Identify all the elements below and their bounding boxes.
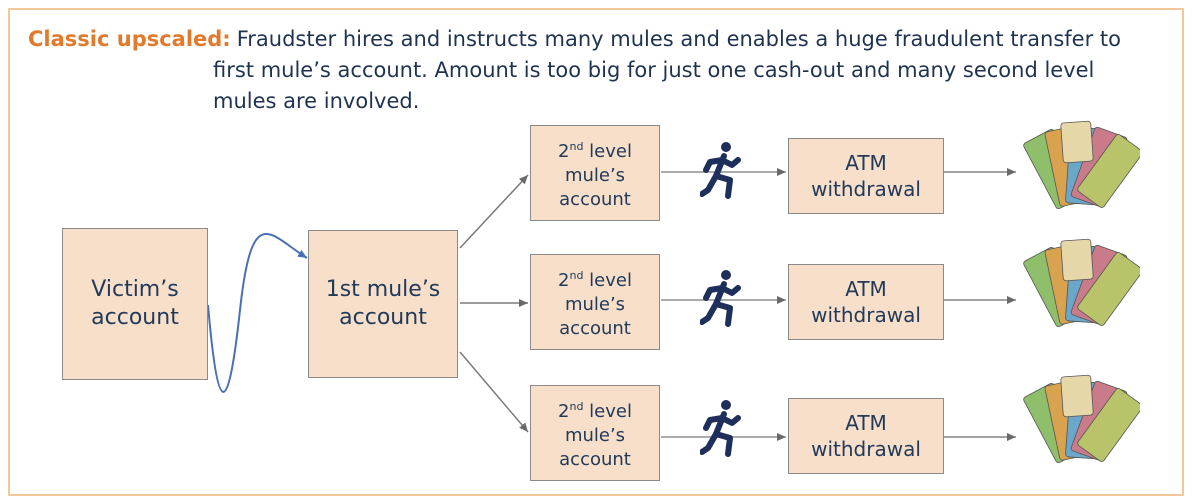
running-person-icon: [700, 142, 741, 199]
ordinal-suffix: nd: [569, 139, 584, 153]
ordinal-number: 2: [558, 269, 570, 291]
first-mule-line2: account: [339, 305, 427, 330]
account-label: account: [559, 448, 631, 470]
victim-account-box: Victim’s account: [62, 228, 208, 380]
account-label: account: [559, 188, 631, 210]
account-label: account: [559, 317, 631, 339]
euro-banknotes-icon: [1023, 120, 1140, 209]
victim-account-line1: Victim’s: [91, 277, 179, 302]
atm-withdrawal-box: ATM withdrawal: [788, 138, 944, 214]
running-person-icon: [700, 400, 741, 457]
running-person-icon: [700, 270, 741, 327]
scenario-label: Classic upscaled:: [28, 27, 231, 51]
ordinal-word: level: [589, 140, 632, 162]
victim-account-line2: account: [91, 305, 179, 330]
atm-label: ATM: [845, 411, 887, 435]
branch-arrow-top: [459, 174, 529, 249]
ordinal-number: 2: [558, 400, 570, 422]
euro-banknotes-icon: [1023, 374, 1140, 463]
ordinal-word: level: [589, 269, 632, 291]
ordinal-number: 2: [558, 140, 570, 162]
branch-arrow-bottom: [459, 351, 529, 433]
description-text-1: Fraudster hires and instructs many mules…: [236, 27, 1121, 51]
atm-label: ATM: [845, 151, 887, 175]
description-line-3: mules are involved.: [213, 89, 420, 113]
atm-withdrawal-box: ATM withdrawal: [788, 264, 944, 340]
mule-label: mule’s: [564, 164, 626, 186]
description-line-1: Classic upscaled:Fraudster hires and ins…: [28, 24, 1121, 55]
ordinal-suffix: nd: [569, 399, 584, 413]
atm-label: ATM: [845, 277, 887, 301]
first-mule-account-box: 1st mule’s account: [308, 230, 458, 378]
ordinal-word: level: [589, 400, 632, 422]
second-level-mule-box: 2nd level mule’s account: [530, 385, 660, 481]
atm-withdrawal-box: ATM withdrawal: [788, 398, 944, 474]
withdrawal-label: withdrawal: [811, 177, 921, 201]
transfer-wave-arrow: [207, 233, 308, 393]
ordinal-suffix: nd: [569, 268, 584, 282]
withdrawal-label: withdrawal: [811, 303, 921, 327]
mule-label: mule’s: [564, 293, 626, 315]
withdrawal-label: withdrawal: [811, 437, 921, 461]
first-mule-line1: 1st mule’s: [325, 277, 441, 302]
second-level-mule-box: 2nd level mule’s account: [530, 254, 660, 350]
mule-label: mule’s: [564, 424, 626, 446]
euro-banknotes-icon: [1023, 238, 1140, 327]
description-line-2: first mule’s account. Amount is too big …: [213, 58, 1095, 82]
second-level-mule-box: 2nd level mule’s account: [530, 125, 660, 221]
